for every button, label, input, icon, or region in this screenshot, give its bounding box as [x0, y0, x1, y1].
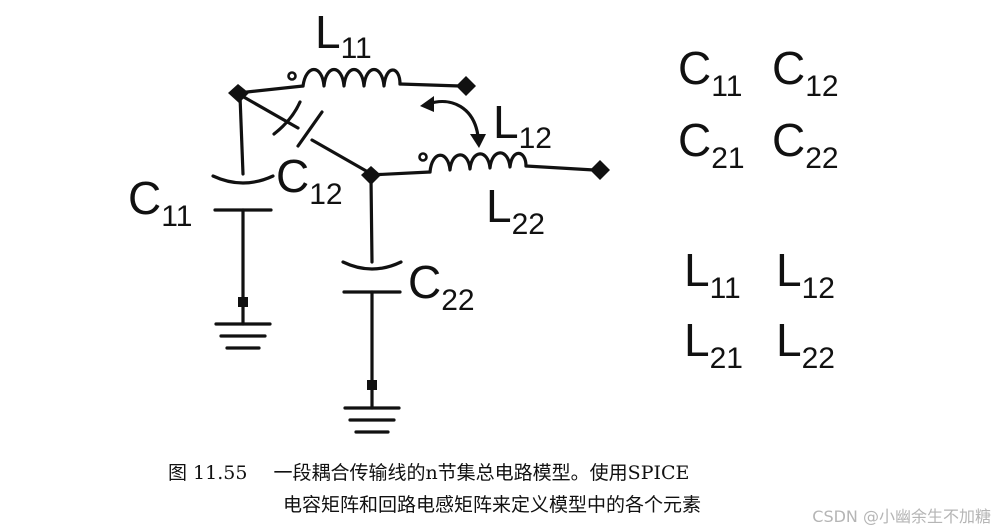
port-line1: [456, 76, 476, 96]
figure-number: 图 11.55: [168, 462, 248, 484]
l-matrix-cell: L11: [684, 244, 741, 305]
inductor-l11: [287, 67, 402, 88]
label-l22: L22: [486, 180, 545, 241]
c-matrix-cell: C21: [678, 114, 745, 175]
mutual-inductance-arrow: [420, 96, 486, 148]
capacitance-matrix: C11 C12 C21 C22: [678, 42, 839, 175]
caption-text-line1: 一段耦合传输线的n节集总电路模型。使用SPICE: [273, 462, 690, 484]
node-right: [361, 166, 381, 185]
inductor-l22: [418, 151, 528, 174]
label-l12: L12: [493, 96, 552, 155]
dot-marker-l11: [287, 71, 297, 81]
capacitor-c11: [211, 174, 275, 212]
node-left: [228, 84, 249, 103]
label-c11: C11: [128, 172, 192, 233]
ground-symbol-left: [214, 297, 272, 350]
figure-caption-line1: 图 11.55 一段耦合传输线的n节集总电路模型。使用SPICE: [168, 458, 689, 485]
circuit-nodes: [228, 76, 610, 185]
dot-marker-l22: [418, 152, 428, 162]
capacitor-c12: [272, 100, 324, 148]
l-matrix-cell: L12: [776, 244, 835, 305]
c-matrix-cell: C11: [678, 42, 742, 103]
label-c22: C22: [408, 256, 475, 317]
ground-symbol-right: [343, 380, 401, 434]
watermark-text: CSDN @小幽余生不加糖: [812, 507, 991, 526]
label-l11: L11: [315, 6, 372, 65]
label-c12: C12: [276, 150, 343, 211]
figure-caption-line2: 电容矩阵和回路电感矩阵来定义模型中的各个元素: [283, 494, 702, 516]
c-matrix-cell: C22: [772, 114, 839, 175]
c-matrix-cell: C12: [772, 42, 839, 103]
capacitor-c22: [341, 260, 403, 294]
l-matrix-cell: L21: [684, 314, 743, 375]
port-line2: [590, 160, 610, 180]
inductance-matrix: L11 L12 L21 L22: [684, 244, 835, 375]
l-matrix-cell: L22: [776, 314, 835, 375]
